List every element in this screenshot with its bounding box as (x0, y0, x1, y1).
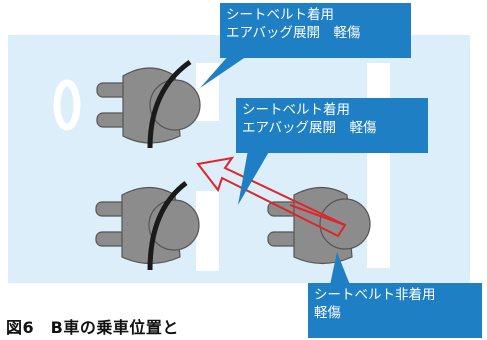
callout-driver-line2: エアバッグ展開 軽傷 (226, 25, 361, 41)
callout-pointer-mid (238, 150, 270, 205)
motion-arrow-icon (196, 156, 347, 238)
steering-wheel-icon (53, 79, 81, 131)
callout-rear-left-line1: シートベルト着用 (242, 102, 350, 118)
seatbelt-icon (147, 181, 188, 271)
callout-rear-left: シートベルト着用 エアバッグ展開 軽傷 (236, 98, 428, 153)
callout-rear-left-line2: エアバッグ展開 軽傷 (242, 120, 377, 136)
figure-caption: 図6 B車の乗車位置と (6, 318, 179, 337)
occupant-driver (96, 59, 201, 149)
callout-rear-right: シートベルト非着用 軽傷 (308, 283, 482, 338)
callout-rear-right-line1: シートベルト非着用 (314, 287, 436, 303)
callout-pointer-top (200, 54, 250, 88)
callout-driver-line1: シートベルト着用 (226, 7, 334, 23)
vehicle-cabin (8, 35, 470, 283)
callout-pointer-bottom (330, 252, 350, 285)
occupant-rear-left (95, 181, 200, 271)
seatbelt-icon (147, 59, 192, 149)
callout-driver: シートベルト着用 エアバッグ展開 軽傷 (220, 3, 411, 58)
callout-rear-right-line2: 軽傷 (314, 305, 341, 321)
